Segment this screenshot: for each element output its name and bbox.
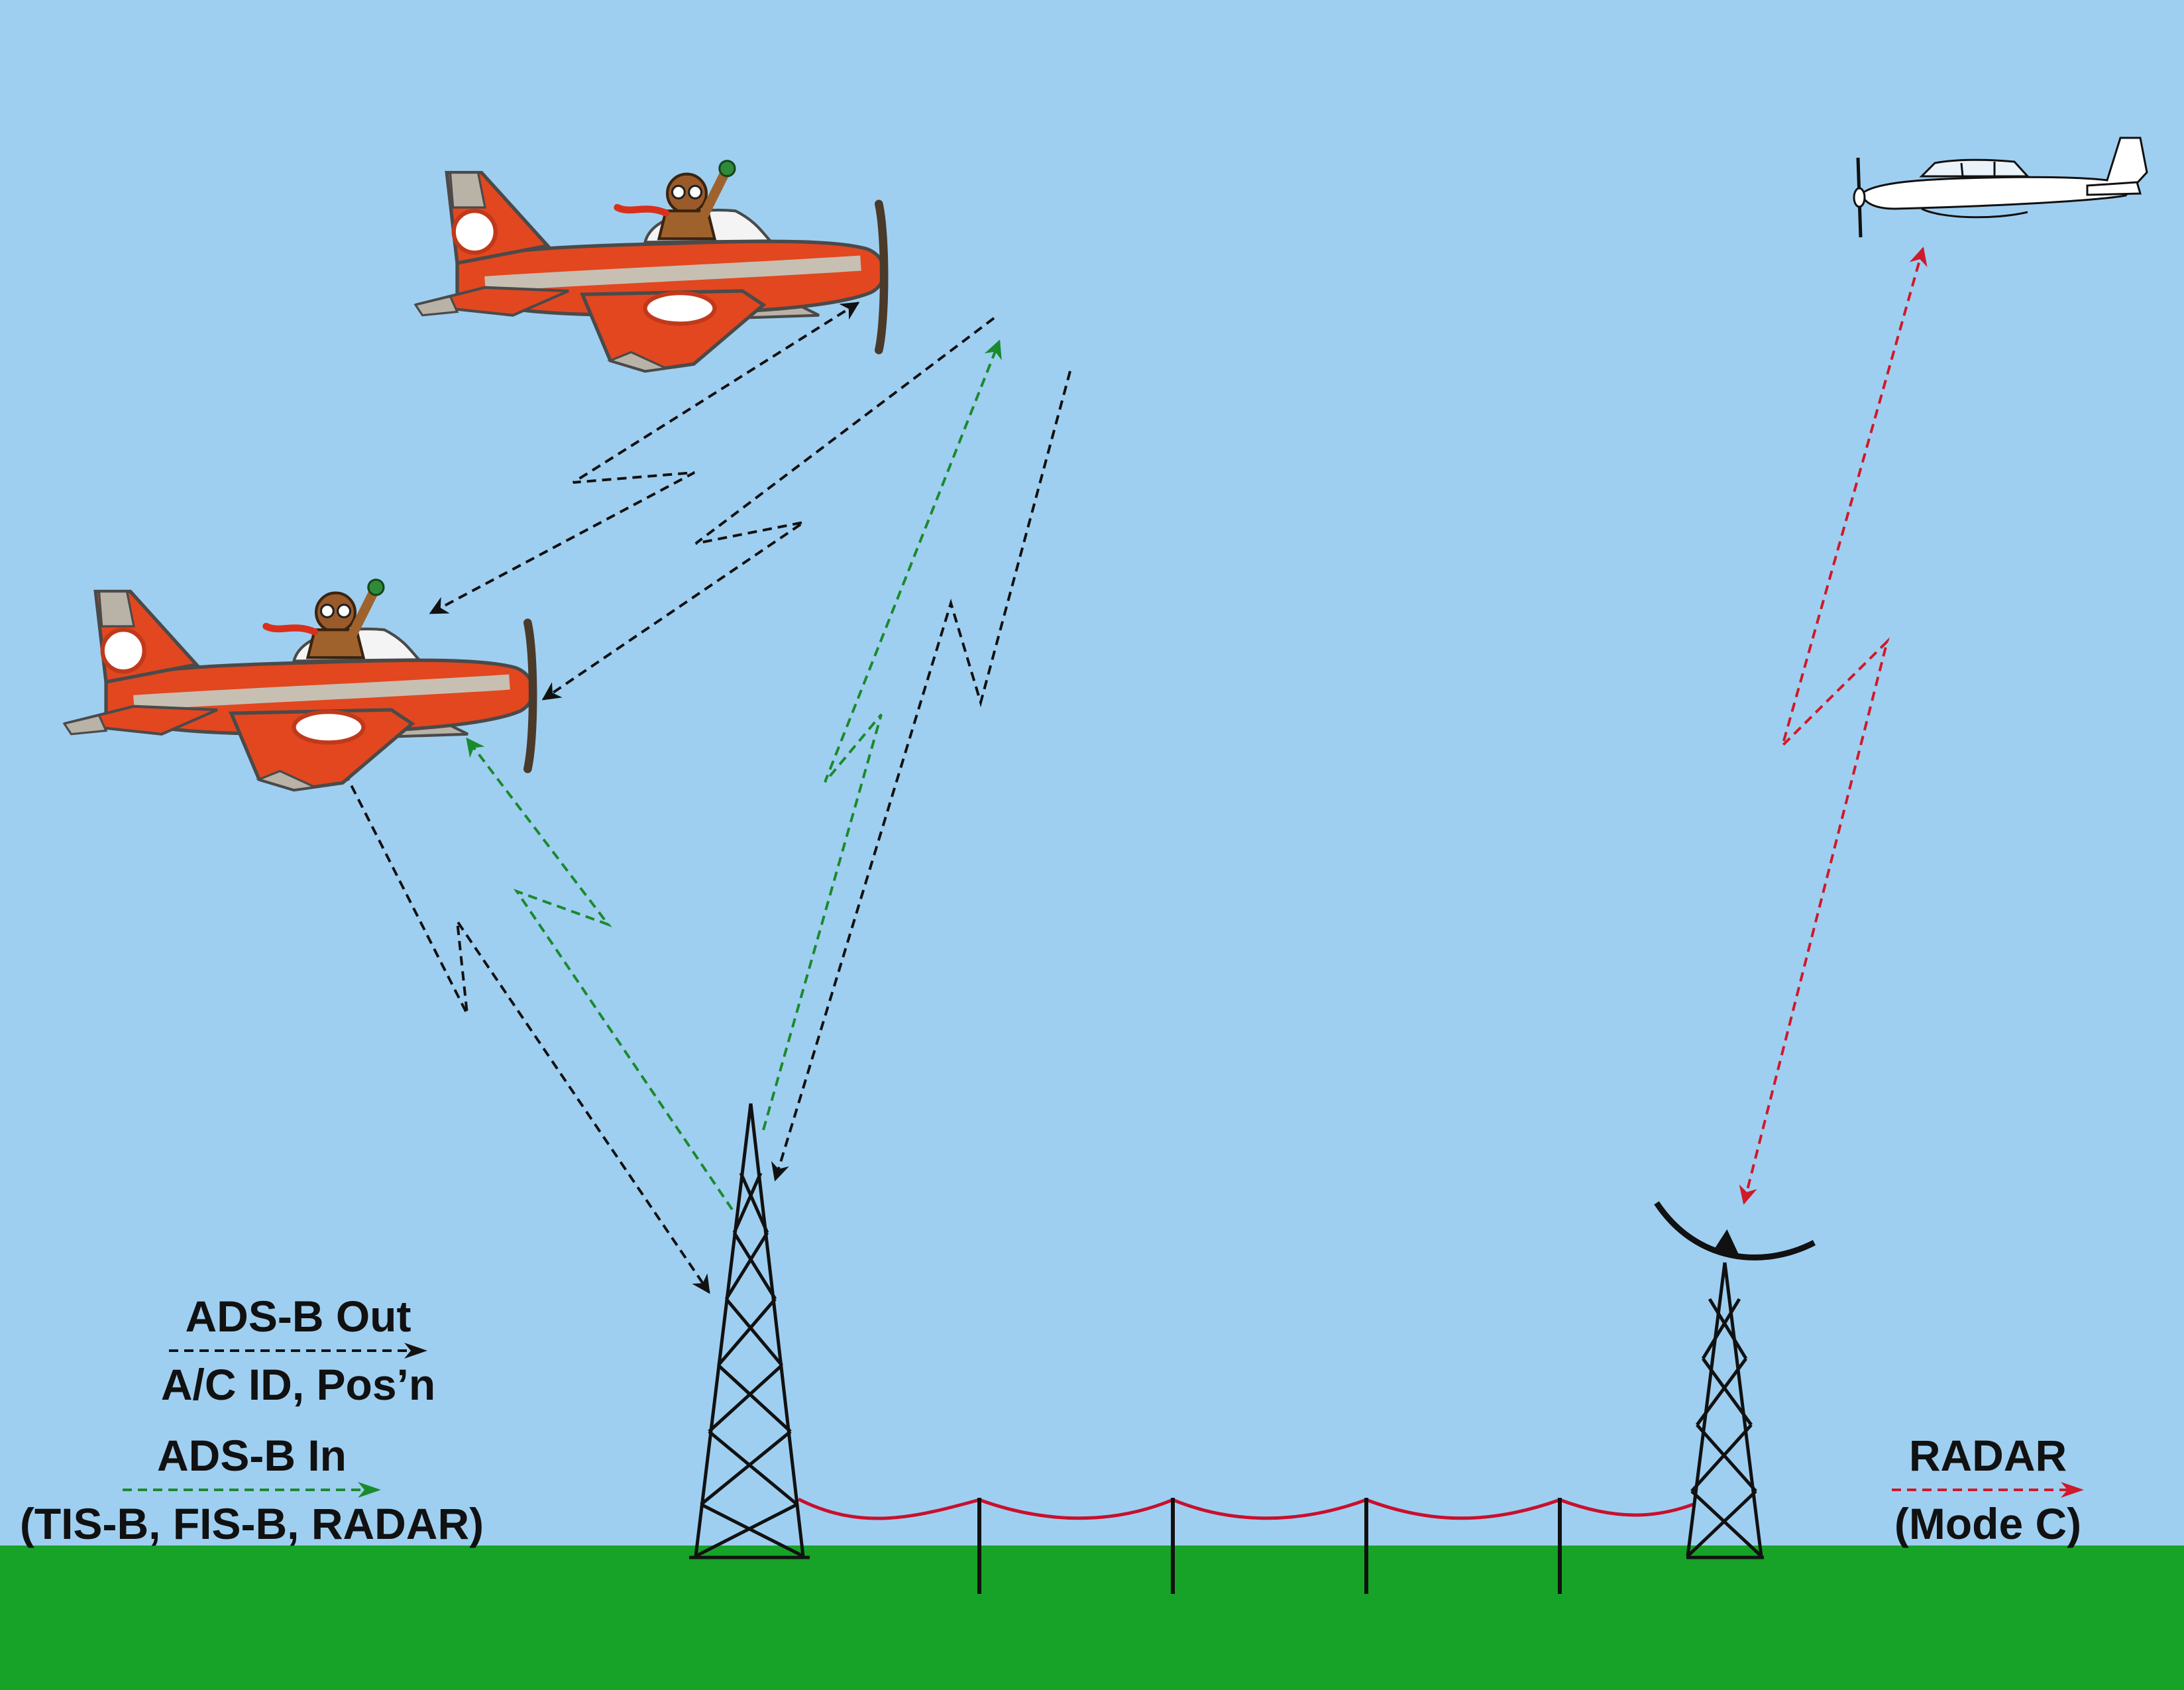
radar-link (1739, 247, 1928, 1205)
legend-radar: RADAR (Mode C) (1855, 1432, 2120, 1548)
small-airplane-outline-icon (1853, 137, 2148, 238)
lattice-tower-icon (689, 1103, 810, 1559)
legend-ads-b-out-arrow (169, 1342, 427, 1359)
legend-radar-subtitle: (Mode C) (1894, 1498, 2082, 1548)
legend-radar-title: RADAR (1908, 1431, 2067, 1480)
cartoon-airplane-icon (64, 580, 533, 790)
legend-ads-b-out-title: ADS-B Out (185, 1292, 411, 1341)
ads-b-in-links (466, 339, 1002, 1211)
ground (0, 1546, 2184, 1690)
legend-ads-b-in-title: ADS-B In (157, 1431, 347, 1480)
legend-ads-b-in: ADS-B In (TIS-B, FIS-B, RADAR) (13, 1432, 490, 1548)
legend-ads-b-in-arrow (123, 1481, 381, 1498)
legend-ads-b-out-subtitle: A/C ID, Pos’n (160, 1359, 436, 1409)
legend-ads-b-in-subtitle: (TIS-B, FIS-B, RADAR) (19, 1498, 484, 1548)
legend-ads-b-out: ADS-B Out A/C ID, Pos’n (73, 1292, 523, 1408)
radar-dish-tower-icon (1654, 1201, 1816, 1559)
wire-poles (977, 1498, 1562, 1594)
cartoon-airplane-icon (415, 161, 885, 371)
ads-b-out-links (343, 302, 1071, 1294)
legend-radar-arrow (1892, 1481, 2084, 1498)
